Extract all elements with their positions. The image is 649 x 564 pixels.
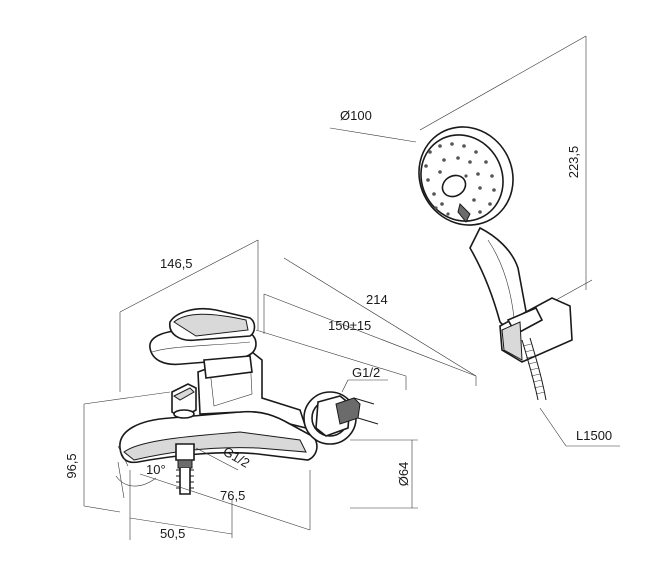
dim-spout-reach: 76,5 <box>220 488 245 503</box>
dim-spout-angle: 10° <box>146 462 166 477</box>
dim-thread-top: G1/2 <box>352 365 380 380</box>
dimension-lines <box>83 35 620 540</box>
dim-spout-offset: 50,5 <box>160 526 185 541</box>
shower-nozzles <box>424 142 496 216</box>
dim-body-width: 146,5 <box>160 256 193 271</box>
dim-spout-extension: 150±15 <box>328 318 371 333</box>
dim-shower-length: 223,5 <box>566 146 581 179</box>
dimension-labels: 214 146,5 150±15 G1/2 G1/2 96,5 10° 76,5… <box>64 108 612 541</box>
dim-spout-height: 96,5 <box>64 453 79 478</box>
bath-mixer <box>117 307 379 495</box>
wall-connector-right <box>303 391 379 445</box>
dim-head-diameter: Ø100 <box>340 108 372 123</box>
dim-hose-length: L1500 <box>576 428 612 443</box>
dim-overall-length: 214 <box>366 292 388 307</box>
wall-connector-left <box>175 443 195 495</box>
dim-flange-diameter: Ø64 <box>396 462 411 487</box>
hand-shower <box>418 126 573 401</box>
